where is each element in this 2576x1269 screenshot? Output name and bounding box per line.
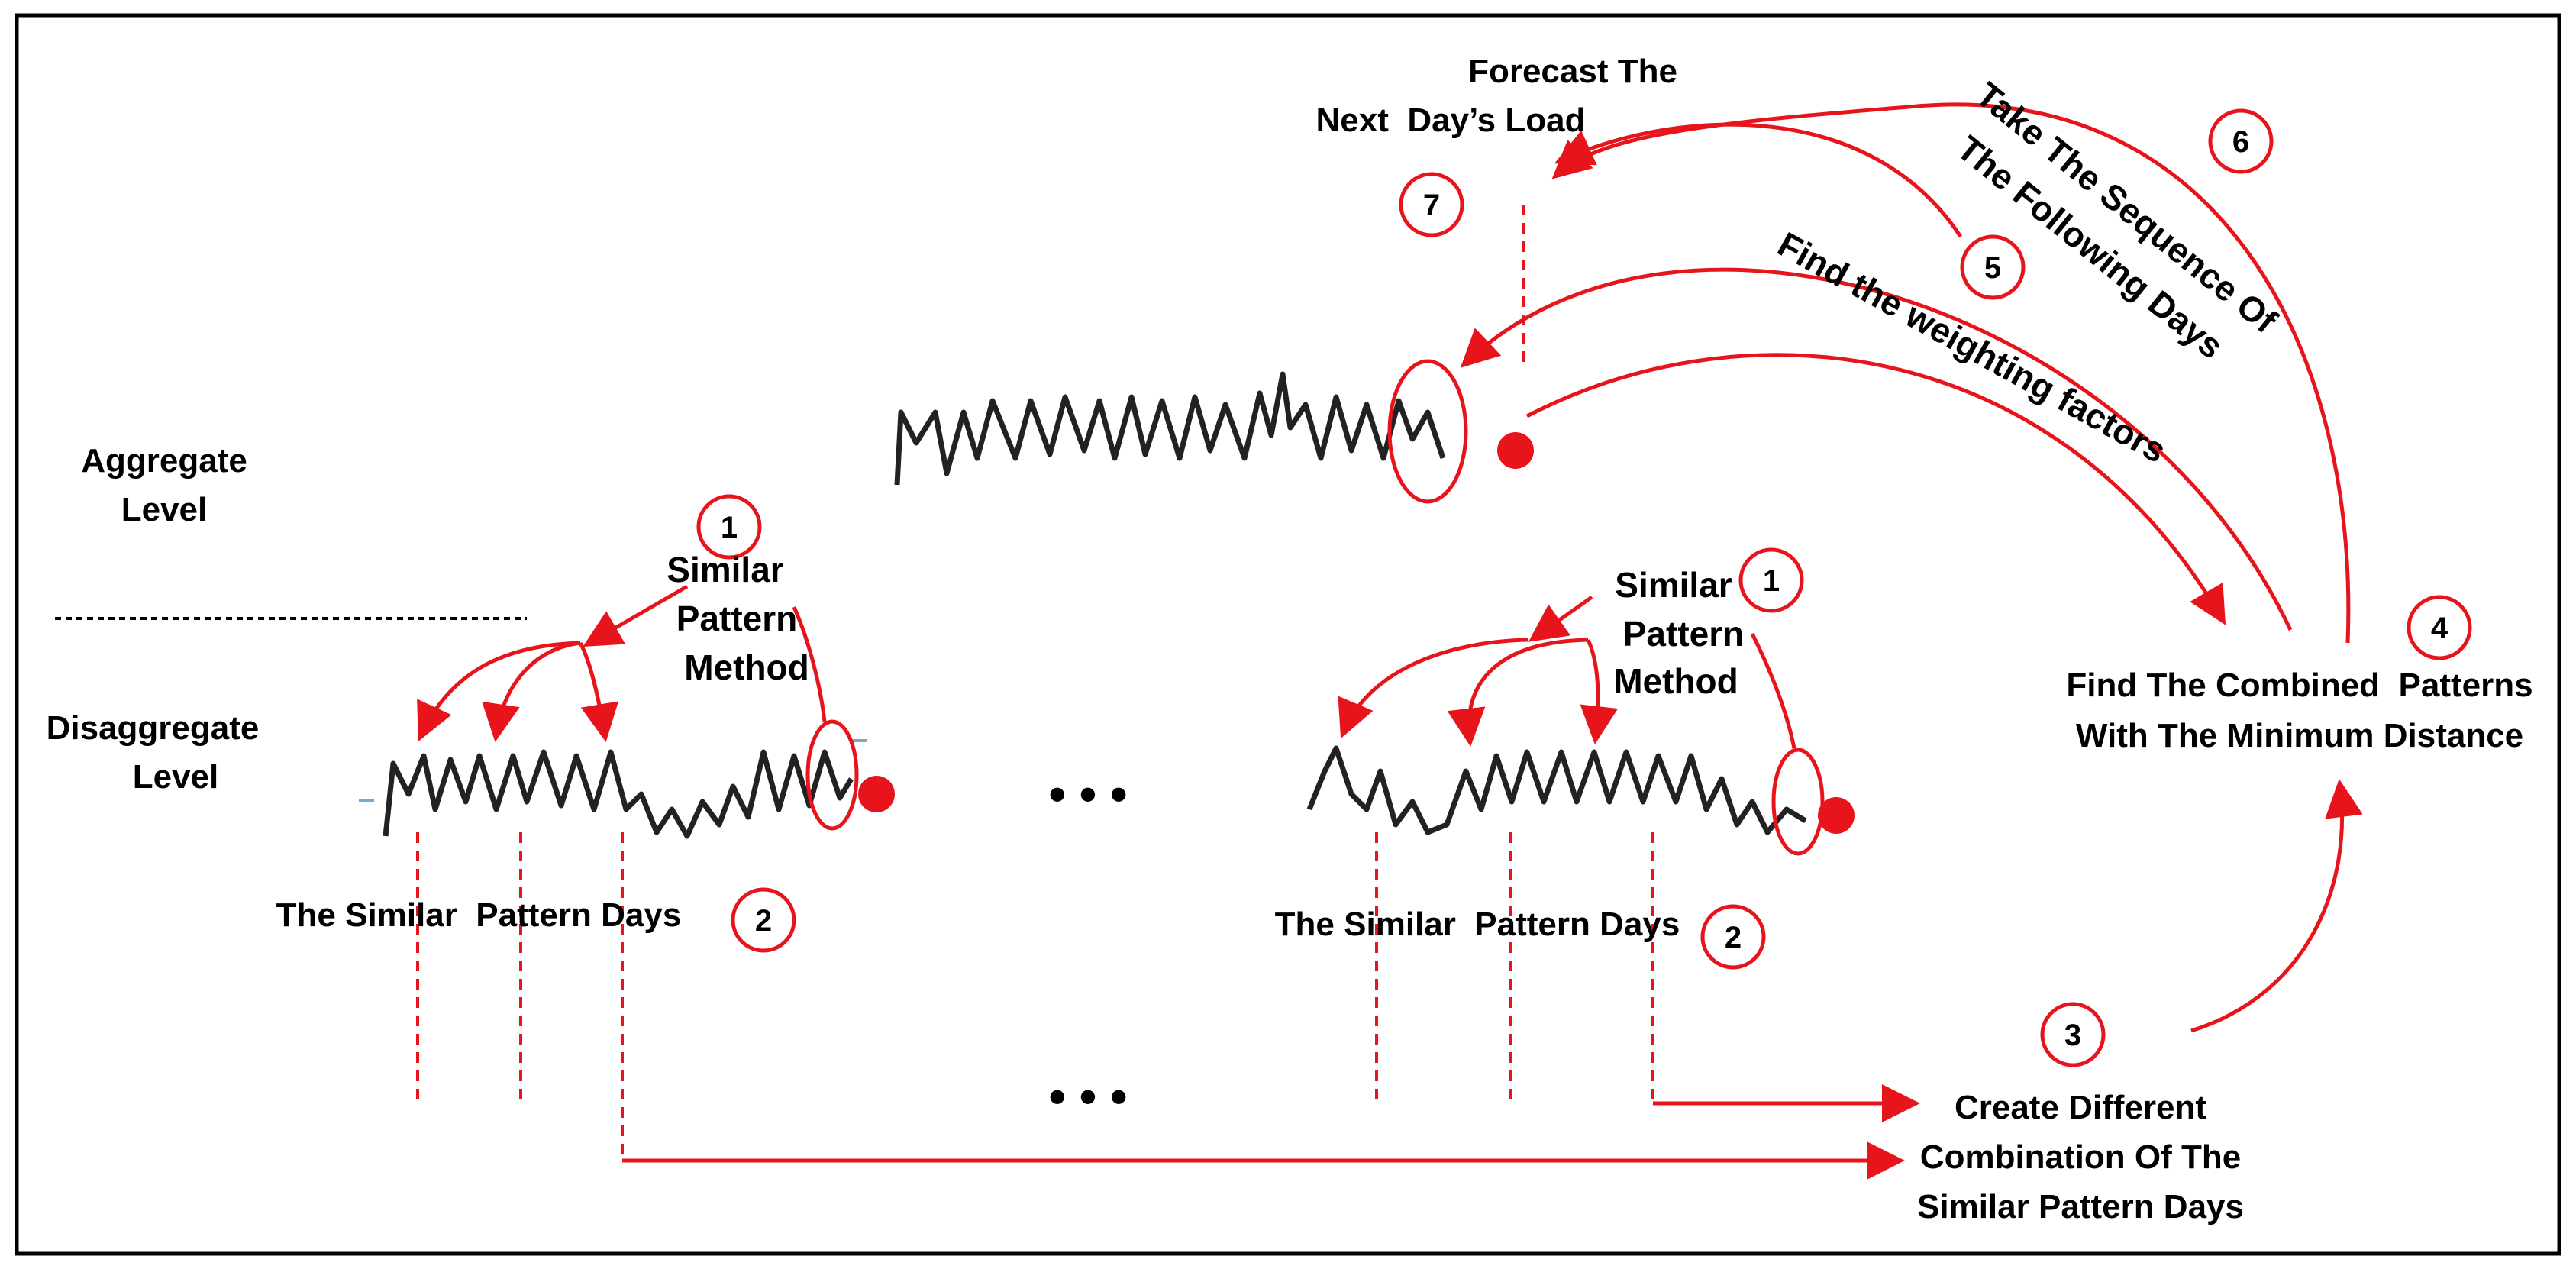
svg-text:3: 3 [2064, 1019, 2081, 1052]
svg-text:1: 1 [1763, 564, 1780, 598]
forecast-dot-aggregate [1497, 432, 1534, 469]
ellipsis-top: • • • [1049, 767, 1128, 822]
step-badge-6: 6 [2208, 108, 2274, 174]
forecast-dot-left [858, 776, 895, 812]
label-forecast-line1: Forecast The [1468, 53, 1677, 90]
arrow-spm-left-2 [482, 641, 581, 742]
label-disaggregate-line1: Disaggregate [47, 709, 260, 747]
arrow-spm-right-1 [1338, 638, 1529, 739]
label-combined-patterns-line1: Find The Combined Patterns [2066, 667, 2532, 704]
aggregate-load-signal [894, 371, 1446, 486]
label-create-combinations-line3: Similar Pattern Days [1917, 1188, 2244, 1225]
svg-text:2: 2 [1725, 921, 1742, 954]
arrow-spm-right-2 [1447, 638, 1589, 747]
step-badge-2-right: 2 [1700, 904, 1766, 970]
last-day-ellipse-left [805, 719, 859, 831]
step-badge-7: 7 [1399, 172, 1464, 237]
label-similar-pattern-days-left: The Similar Pattern Days [276, 896, 682, 934]
label-disaggregate-line2: Level [133, 758, 219, 796]
arrow-spm-left-1 [417, 641, 581, 742]
label-combined-patterns-line2: With The Minimum Distance [2076, 717, 2523, 754]
disaggregate-signal-left [383, 749, 854, 839]
forecast-dot-right [1818, 797, 1855, 834]
outer-frame [15, 13, 2561, 1256]
ellipsis-bottom: • • • [1049, 1069, 1128, 1124]
label-forecast-line2: Next Day’s Load [1316, 102, 1586, 139]
label-create-combinations-line1: Create Different [1955, 1089, 2206, 1126]
step-badge-4: 4 [2407, 595, 2472, 660]
step-badge-2-left: 2 [731, 887, 796, 953]
label-spm-right-line1: Similar [1615, 565, 1732, 605]
arrow-aggregate-to-combined [1525, 353, 2226, 625]
connector-spm-left-ellipse [792, 605, 827, 722]
last-day-ellipse-aggregate [1387, 359, 1468, 504]
arrow-spm-left-3 [578, 641, 619, 742]
svg-text:5: 5 [1984, 251, 2001, 285]
arrow-weighting-to-aggregate [1460, 267, 2293, 631]
arrow-3-to-4 [2190, 779, 2363, 1033]
label-spm-left-line2: Pattern [676, 599, 797, 638]
label-spm-left-line1: Similar [667, 550, 784, 589]
label-aggregate-line1: Aggregate [81, 442, 247, 480]
arrow-spm-right-3 [1580, 638, 1619, 744]
svg-text:7: 7 [1423, 189, 1440, 222]
svg-text:2: 2 [755, 904, 772, 938]
label-aggregate-line2: Level [121, 491, 208, 528]
arrow-5-to-forecast [1554, 122, 1963, 238]
arrow-spm-left-in [583, 584, 689, 647]
label-spm-left-line3: Method [684, 647, 809, 687]
step-badge-1-left: 1 [696, 494, 762, 560]
svg-text:6: 6 [2232, 125, 2249, 159]
svg-text:4: 4 [2431, 612, 2448, 645]
label-create-combinations-line2: Combination Of The [1920, 1138, 2241, 1176]
svg-text:1: 1 [721, 511, 738, 544]
step-badge-3: 3 [2040, 1002, 2106, 1067]
label-spm-right-line3: Method [1613, 661, 1738, 701]
connector-spm-right-ellipse [1750, 632, 1796, 749]
arrow-6-to-forecast [1551, 102, 2351, 644]
last-day-ellipse-right [1771, 748, 1825, 856]
disaggregate-signal-right [1306, 745, 1807, 835]
label-spm-right-line2: Pattern [1623, 614, 1744, 654]
label-similar-pattern-days-right: The Similar Pattern Days [1275, 906, 1680, 943]
arrow-spm-right-in [1528, 595, 1593, 642]
step-badge-5: 5 [1960, 234, 2026, 300]
step-badge-1-right: 1 [1738, 547, 1804, 613]
